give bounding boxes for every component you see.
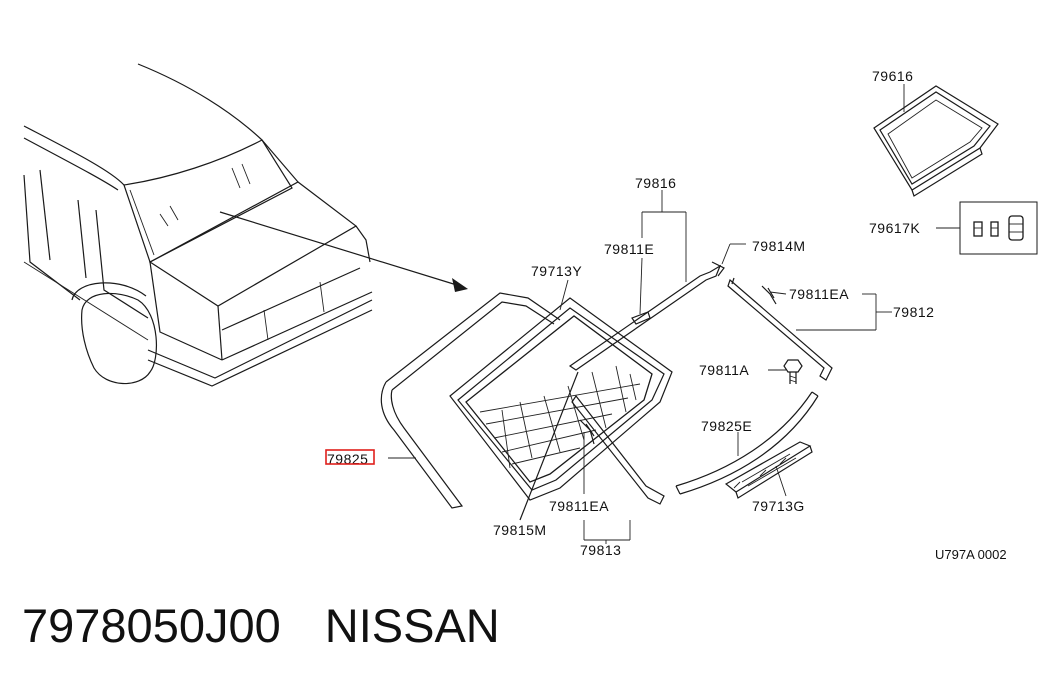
glass-79616-inset: [873, 85, 999, 197]
label-79713y: 79713Y: [531, 263, 582, 279]
part-labels: 79616 79617K 79816 79811E 79814M 79713Y …: [327, 68, 1007, 562]
label-79616: 79616: [872, 68, 913, 84]
highlight-box: [325, 449, 375, 465]
car-illustration: [23, 63, 468, 387]
label-79812: 79812: [893, 304, 934, 320]
part-number: 7978050J00: [22, 599, 281, 652]
rear-window-assembly: [380, 261, 833, 521]
label-79813: 79813: [580, 542, 621, 558]
label-79811ea-bottom: 79811EA: [549, 498, 609, 514]
label-79816: 79816: [635, 175, 676, 191]
label-79617k: 79617K: [869, 220, 920, 236]
label-79811a: 79811A: [699, 362, 749, 378]
leader-lines: [388, 84, 960, 544]
label-79713g: 79713G: [752, 498, 805, 514]
label-79815m: 79815M: [493, 522, 547, 538]
label-79825: 79825: [327, 451, 368, 467]
label-79825e: 79825E: [701, 418, 752, 434]
brand-name: NISSAN: [324, 599, 500, 652]
label-79811e: 79811E: [604, 241, 654, 257]
footer-caption: 7978050J00 NISSAN: [22, 598, 500, 653]
label-79814m: 79814M: [752, 238, 806, 254]
kit-79617k-box: [959, 201, 1038, 255]
label-79811ea-top: 79811EA: [789, 286, 849, 302]
diagram-code: U797A 0002: [935, 547, 1007, 562]
